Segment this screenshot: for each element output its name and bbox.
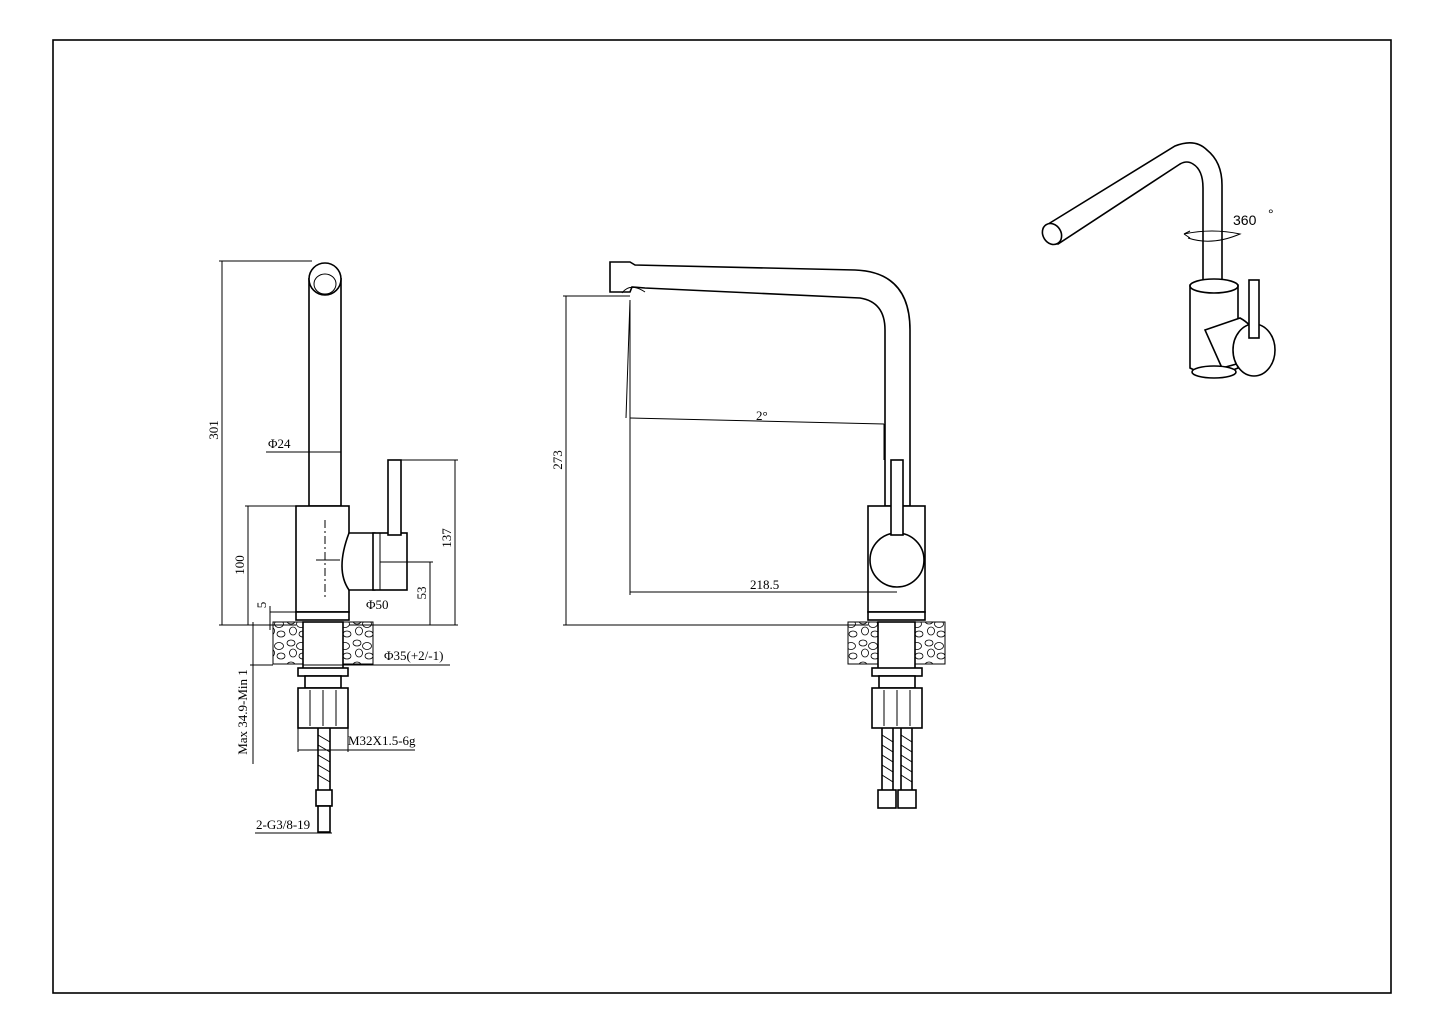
front-nut-top — [878, 675, 916, 689]
front-fitting-left — [877, 789, 897, 809]
side-hose — [317, 728, 331, 790]
dim-301-label: 301 — [206, 420, 221, 440]
dim-angle-label: 2° — [756, 408, 768, 423]
persp-rotation-arrow — [1183, 230, 1242, 242]
dim-137-label: 137 — [439, 528, 454, 548]
dim-deck-label: Max 34.9-Min 1 — [235, 669, 250, 755]
side-deck-left — [272, 621, 304, 665]
dim-phi50-label: Φ50 — [366, 597, 389, 612]
side-spout-tip — [308, 262, 342, 296]
dim-hose-label: 2-G3/8-19 — [256, 817, 310, 832]
front-deck-right — [914, 621, 946, 665]
side-body — [295, 505, 350, 613]
dim-5-label: 5 — [254, 602, 269, 609]
persp-base-ring — [1191, 365, 1237, 379]
front-base-ring — [867, 611, 926, 621]
front-aerator — [621, 286, 646, 294]
side-shank — [302, 621, 344, 671]
persp-rotation-arrowhead — [1183, 230, 1191, 239]
side-handle-lever — [387, 459, 402, 536]
front-fitting-right — [897, 789, 917, 809]
front-handle-lever — [890, 459, 904, 536]
side-spout-tip-inner — [313, 273, 337, 295]
persp-body-top — [1189, 278, 1239, 294]
dim-reach-label: 218.5 — [750, 577, 779, 592]
persp-handle-lever — [1248, 279, 1260, 339]
front-deck-left — [847, 621, 879, 665]
front-view — [563, 261, 946, 809]
side-hose-braid — [317, 734, 331, 783]
persp-spout-tip — [1041, 222, 1063, 246]
drawing-frame — [52, 39, 1392, 994]
front-hose-right — [900, 728, 913, 790]
side-spout-tube — [308, 278, 342, 507]
front-hose-left — [881, 728, 894, 790]
dim-angle-tip — [625, 299, 631, 419]
dim-rotation-unit: ° — [1268, 206, 1274, 222]
front-hose-braid — [881, 734, 913, 783]
side-hose-fitting — [315, 789, 333, 807]
dim-273-label: 273 — [550, 450, 565, 470]
side-washer — [297, 667, 349, 677]
front-handle-disc — [869, 532, 925, 588]
dim-phi24-label: Φ24 — [268, 436, 291, 451]
front-shank — [877, 621, 916, 671]
front-spout — [609, 261, 911, 507]
dim-53-label: 53 — [414, 587, 429, 600]
dim-angle-line — [629, 417, 885, 425]
dim-phi35-label: Φ35(+2/-1) — [384, 648, 443, 663]
side-nut-top — [304, 675, 342, 689]
side-view — [219, 260, 458, 834]
side-deck-right — [342, 621, 374, 665]
front-washer — [871, 667, 923, 677]
perspective-view — [1041, 142, 1276, 379]
side-base-ring — [295, 611, 350, 621]
dim-thread-label: M32X1.5-6g — [348, 733, 416, 748]
side-hose-connector — [317, 805, 331, 833]
persp-spout — [1043, 142, 1223, 291]
dim-rotation-label: 360 — [1233, 212, 1257, 228]
dim-100-label: 100 — [232, 555, 247, 575]
